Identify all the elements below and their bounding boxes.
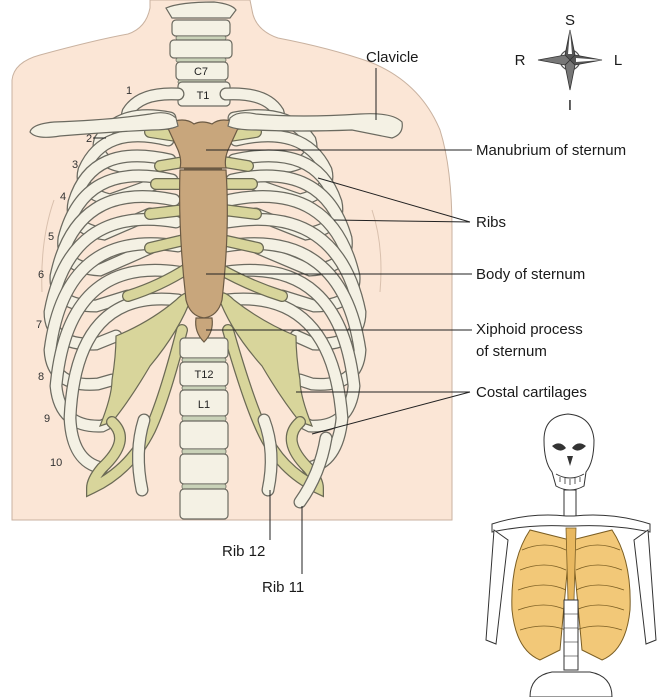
compass-superior: S	[565, 12, 575, 29]
sternum-body	[180, 170, 228, 318]
skeleton-thumbnail	[486, 414, 656, 697]
label-clavicle: Clavicle	[366, 49, 419, 66]
vertebra-c7-label: C7	[194, 66, 208, 78]
label-rib-12: Rib 12	[222, 543, 265, 560]
vertebra-l1-label: L1	[198, 399, 210, 411]
compass-left: L	[614, 52, 622, 69]
label-body-of-sternum: Body of sternum	[476, 266, 585, 283]
compass-right: R	[515, 52, 526, 69]
compass-inferior: I	[568, 97, 572, 114]
label-manubrium-of-sternum: Manubrium of sternum	[476, 142, 626, 159]
rib-number-5: 5	[48, 231, 54, 243]
label-ribs: Ribs	[476, 214, 506, 231]
rib-number-3: 3	[72, 159, 78, 171]
rib-number-9: 9	[44, 413, 50, 425]
rib-number-6: 6	[38, 269, 44, 281]
rib-number-10: 10	[50, 457, 62, 469]
label-costal-cartilages: Costal cartilages	[476, 384, 587, 401]
rib-number-4: 4	[60, 191, 66, 203]
label-rib-11: Rib 11	[262, 579, 304, 596]
label-xiphoid-process: Xiphoid process	[476, 321, 583, 338]
vertebra-t12-label: T12	[195, 369, 214, 381]
orientation-compass: S I R L	[515, 12, 623, 114]
rib-number-2: 2	[86, 133, 92, 145]
rib-number-7: 7	[36, 319, 42, 331]
label-xiphoid-process-line2: of sternum	[476, 343, 547, 360]
rib-number-1: 1	[126, 85, 132, 97]
vertebra-t1-label: T1	[197, 90, 210, 102]
vertebral-column-lower: T12 L1	[180, 338, 228, 519]
rib-number-8: 8	[38, 371, 44, 383]
